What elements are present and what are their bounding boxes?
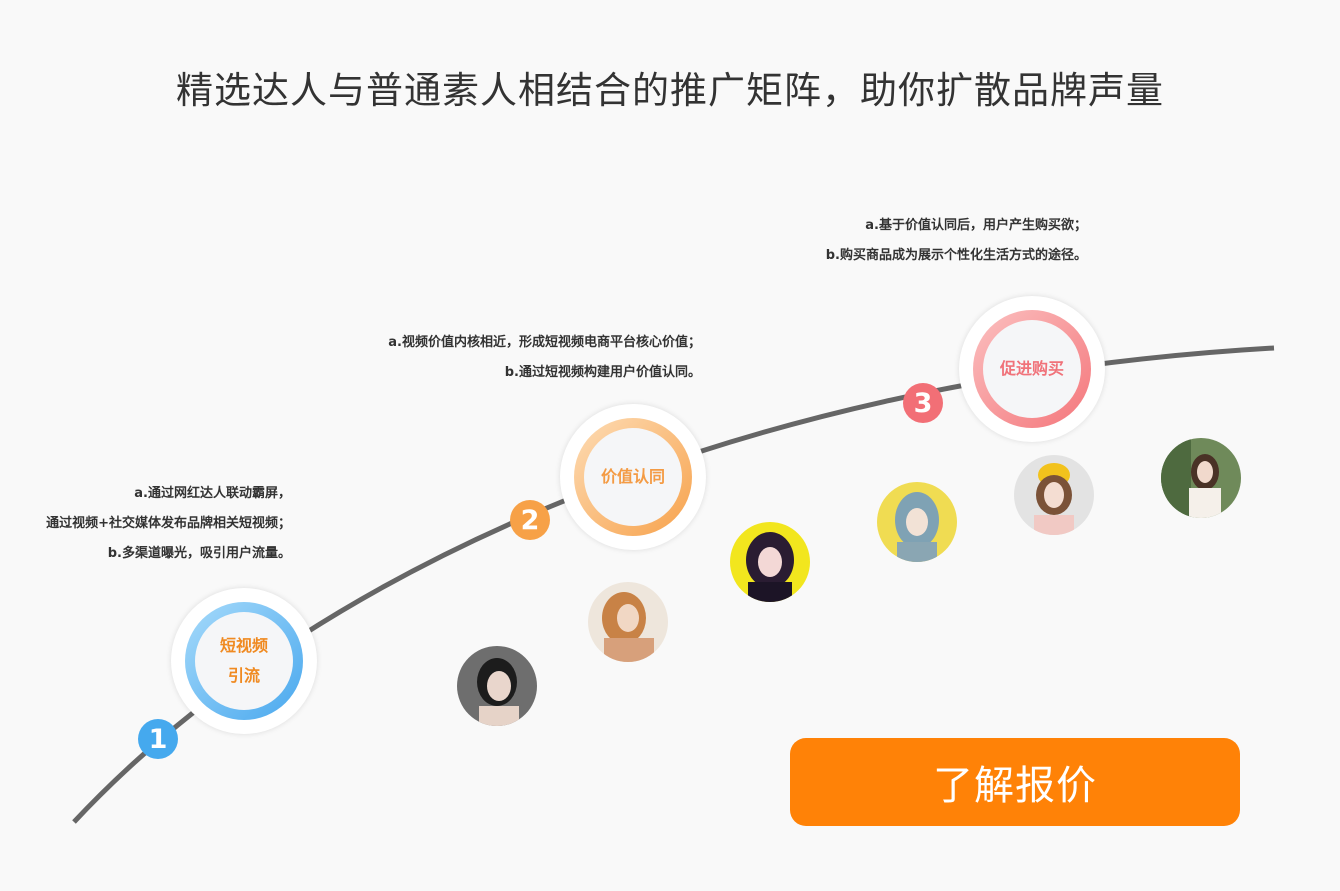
stage-3-desc-line: b.购买商品成为展示个性化生活方式的途径。 <box>825 248 1087 263</box>
stage-3-ring: 促进购买 <box>973 310 1091 428</box>
page-title: 精选达人与普通素人相结合的推广矩阵，助你扩散品牌声量 <box>176 69 1164 112</box>
stage-2-ring: 价值认同 <box>574 418 692 536</box>
stage-1-circle: 短视频 引流 <box>171 588 317 734</box>
stage-3-description: a.基于价值认同后，用户产生购买欲； b.购买商品成为展示个性化生活方式的途径。 <box>826 211 1087 271</box>
stage-1-label-line2: 引流 <box>227 666 260 685</box>
stage-2-desc-line: b.通过短视频构建用户价值认同。 <box>504 365 701 380</box>
influencer-avatar <box>1014 455 1094 535</box>
get-quote-button[interactable]: 了解报价 <box>790 738 1240 826</box>
stage-1-ring: 短视频 引流 <box>185 602 303 720</box>
influencer-avatar <box>457 646 537 726</box>
stage-2-desc-line: a.视频价值内核相近，形成短视频电商平台核心价值； <box>388 335 701 350</box>
stage-3-label: 促进购买 <box>983 320 1081 418</box>
step-number-2: 2 <box>510 500 550 540</box>
stage-1-desc-line: 通过视频+社交媒体发布品牌相关短视频； <box>46 516 291 531</box>
stage-3-label-line1: 促进购买 <box>999 359 1064 378</box>
step-number-1: 1 <box>138 719 178 759</box>
influencer-avatar <box>877 482 957 562</box>
stage-1-description: a.通过网红达人联动霸屏， 通过视频+社交媒体发布品牌相关短视频； b.多渠道曝… <box>46 479 291 569</box>
stage-2-circle: 价值认同 <box>560 404 706 550</box>
stage-1-desc-line: a.通过网红达人联动霸屏， <box>134 486 291 501</box>
stage-3-desc-line: a.基于价值认同后，用户产生购买欲； <box>865 218 1087 233</box>
stage-2-label: 价值认同 <box>584 428 682 526</box>
stage-1-desc-line: b.多渠道曝光，吸引用户流量。 <box>107 546 291 561</box>
influencer-avatar <box>1161 438 1241 518</box>
influencer-avatar <box>730 522 810 602</box>
stage-1-label: 短视频 引流 <box>195 612 293 710</box>
stage-2-label-line1: 价值认同 <box>600 467 665 486</box>
influencer-avatar <box>588 582 668 662</box>
stage-2-description: a.视频价值内核相近，形成短视频电商平台核心价值； b.通过短视频构建用户价值认… <box>388 328 701 388</box>
step-number-3: 3 <box>903 383 943 423</box>
stage-1-label-line1: 短视频 <box>219 636 268 655</box>
stage-3-circle: 促进购买 <box>959 296 1105 442</box>
